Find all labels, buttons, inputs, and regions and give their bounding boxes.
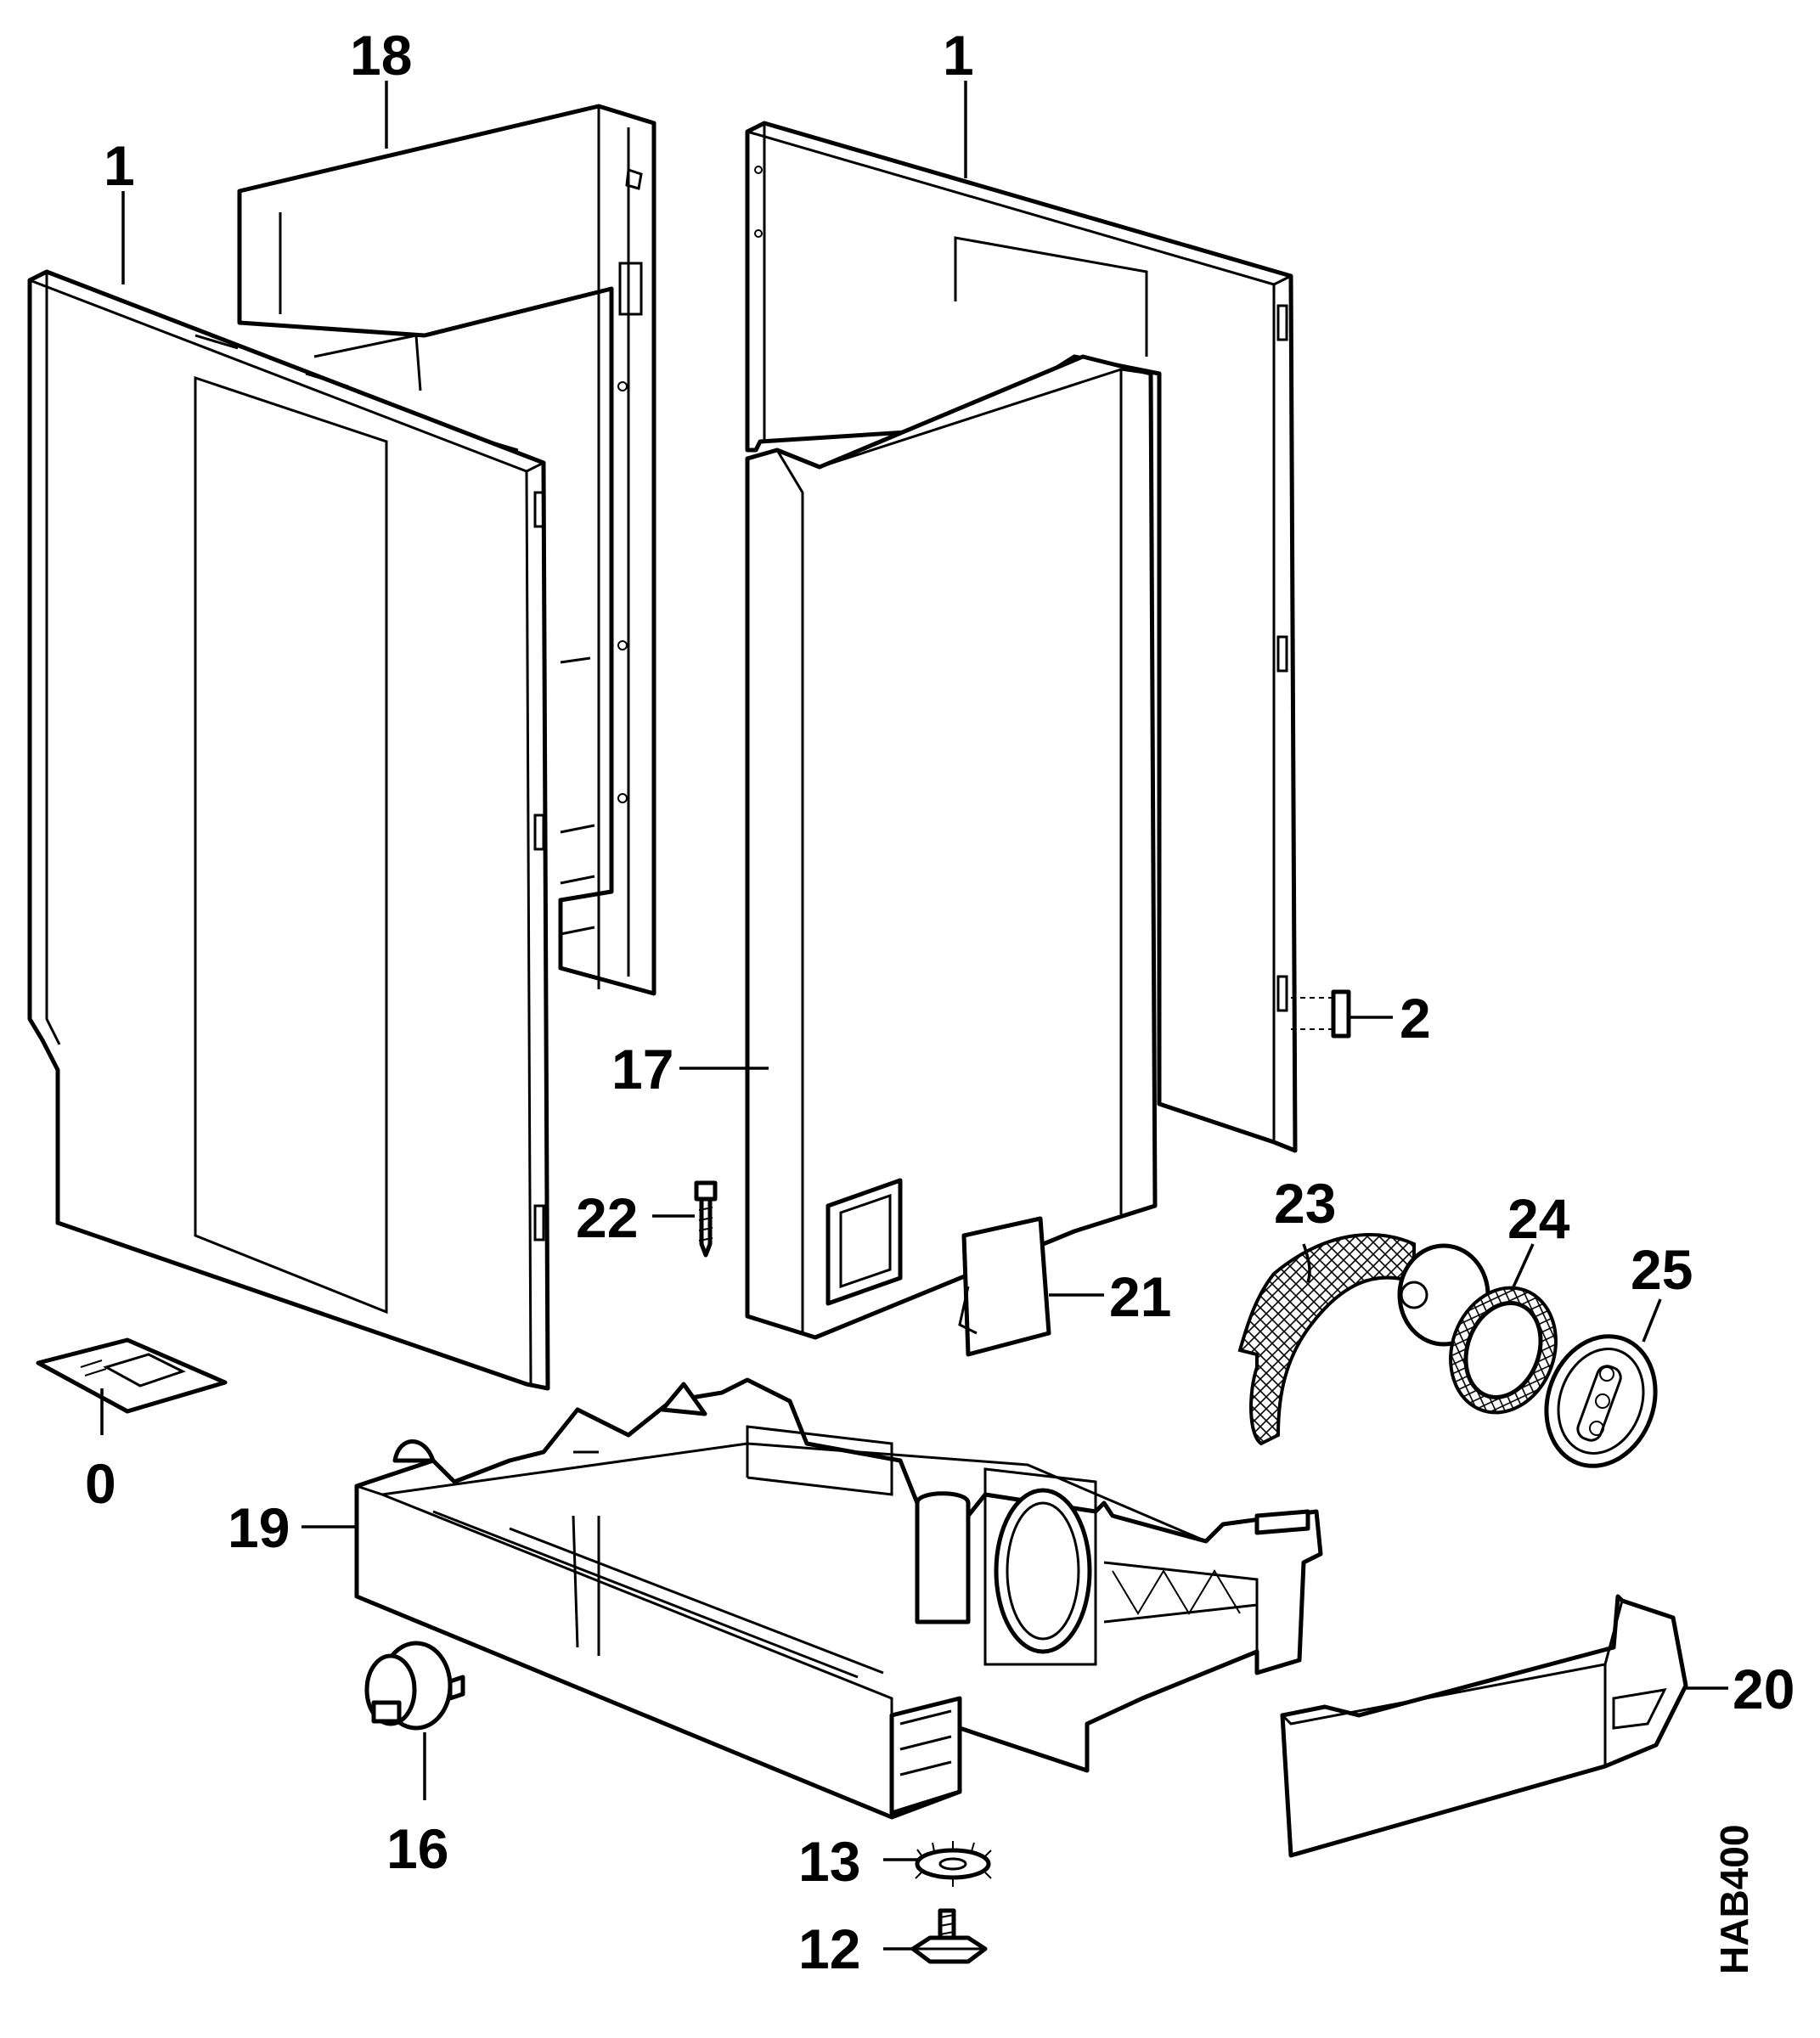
part-1-left-side-panel <box>27 269 550 1391</box>
callout-2: 2 <box>1400 987 1431 1050</box>
callout-13: 13 <box>798 1830 860 1893</box>
part-16-roller <box>364 1641 465 1731</box>
part-12-adjustable-foot <box>910 1908 988 1964</box>
callout-labels: 18 1 1 2 17 22 21 23 24 25 0 19 16 20 13… <box>85 24 1795 1980</box>
callout-25: 25 <box>1631 1238 1693 1301</box>
part-25-filter-cap <box>1544 1334 1658 1468</box>
part-18-rear-panel <box>237 104 656 996</box>
callout-1-left: 1 <box>104 134 135 197</box>
part-2-clip <box>1291 989 1351 1039</box>
leader-lines <box>100 81 1728 1951</box>
callout-20: 20 <box>1733 1658 1795 1720</box>
callout-1-right: 1 <box>943 24 974 87</box>
callout-18: 18 <box>350 24 412 87</box>
callout-0: 0 <box>85 1452 116 1515</box>
callout-12: 12 <box>798 1917 860 1980</box>
callout-19: 19 <box>228 1496 290 1559</box>
part-24-seal-ring <box>1449 1286 1558 1415</box>
part-21-flap-cover <box>958 1216 1051 1357</box>
part-19-base-frame <box>354 1377 1323 1820</box>
callout-21: 21 <box>1109 1265 1171 1328</box>
part-23-filter-hose <box>1237 1233 1490 1446</box>
callout-22: 22 <box>576 1186 638 1249</box>
part-13-toothed-washer <box>915 1841 992 1887</box>
part-20-plinth-panel <box>1280 1594 1688 1858</box>
diagram-code: HAB400 <box>1712 1825 1756 1974</box>
part-0-instruction-card <box>36 1337 228 1414</box>
callout-24: 24 <box>1507 1187 1570 1250</box>
part-17-front-panel <box>745 354 1158 1340</box>
callout-16: 16 <box>386 1817 448 1880</box>
callout-23: 23 <box>1274 1172 1336 1235</box>
part-22-screw <box>694 1180 718 1258</box>
callout-17: 17 <box>611 1038 673 1101</box>
part-1-right-side-panel <box>745 121 1298 1153</box>
